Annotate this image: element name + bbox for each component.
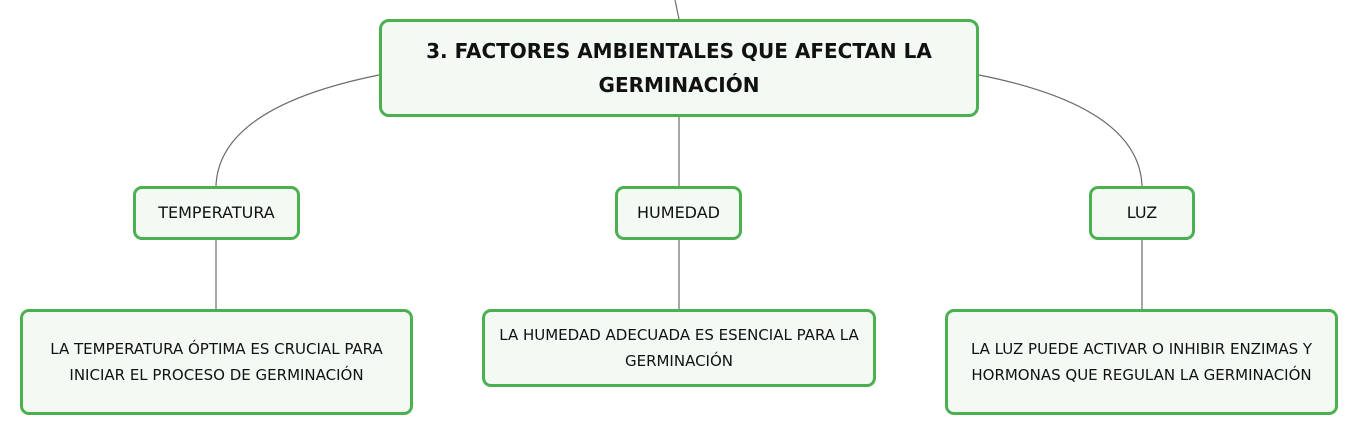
topic-humedad[interactable]: HUMEDAD xyxy=(615,186,742,240)
subtopic-luz-text: LA LUZ PUEDE ACTIVAR O INHIBIR ENZIMAS Y… xyxy=(970,340,1313,384)
topic-temperatura-label: TEMPERATURA xyxy=(158,203,275,222)
connector-parent-to-root xyxy=(674,0,680,20)
subtopic-temperatura-detail[interactable]: LA TEMPERATURA ÓPTIMA ES CRUCIAL PARA IN… xyxy=(20,309,413,415)
topic-temperatura[interactable]: TEMPERATURA xyxy=(133,186,300,240)
root-topic-node[interactable]: 3. FACTORES AMBIENTALES QUE AFECTAN LA G… xyxy=(379,19,979,117)
topic-humedad-label: HUMEDAD xyxy=(637,203,720,222)
subtopic-humedad-text: LA HUMEDAD ADECUADA ES ESENCIAL PARA LA … xyxy=(499,326,859,370)
topic-luz[interactable]: LUZ xyxy=(1089,186,1195,240)
root-topic-title: 3. FACTORES AMBIENTALES QUE AFECTAN LA G… xyxy=(426,39,932,97)
topic-luz-label: LUZ xyxy=(1126,203,1158,222)
subtopic-luz-detail[interactable]: LA LUZ PUEDE ACTIVAR O INHIBIR ENZIMAS Y… xyxy=(945,309,1338,415)
connector-root-to-luz xyxy=(978,74,1143,187)
subtopic-humedad-detail[interactable]: LA HUMEDAD ADECUADA ES ESENCIAL PARA LA … xyxy=(482,309,876,387)
connector-root-to-temperatura xyxy=(215,74,380,187)
subtopic-temperatura-text: LA TEMPERATURA ÓPTIMA ES CRUCIAL PARA IN… xyxy=(50,340,383,384)
